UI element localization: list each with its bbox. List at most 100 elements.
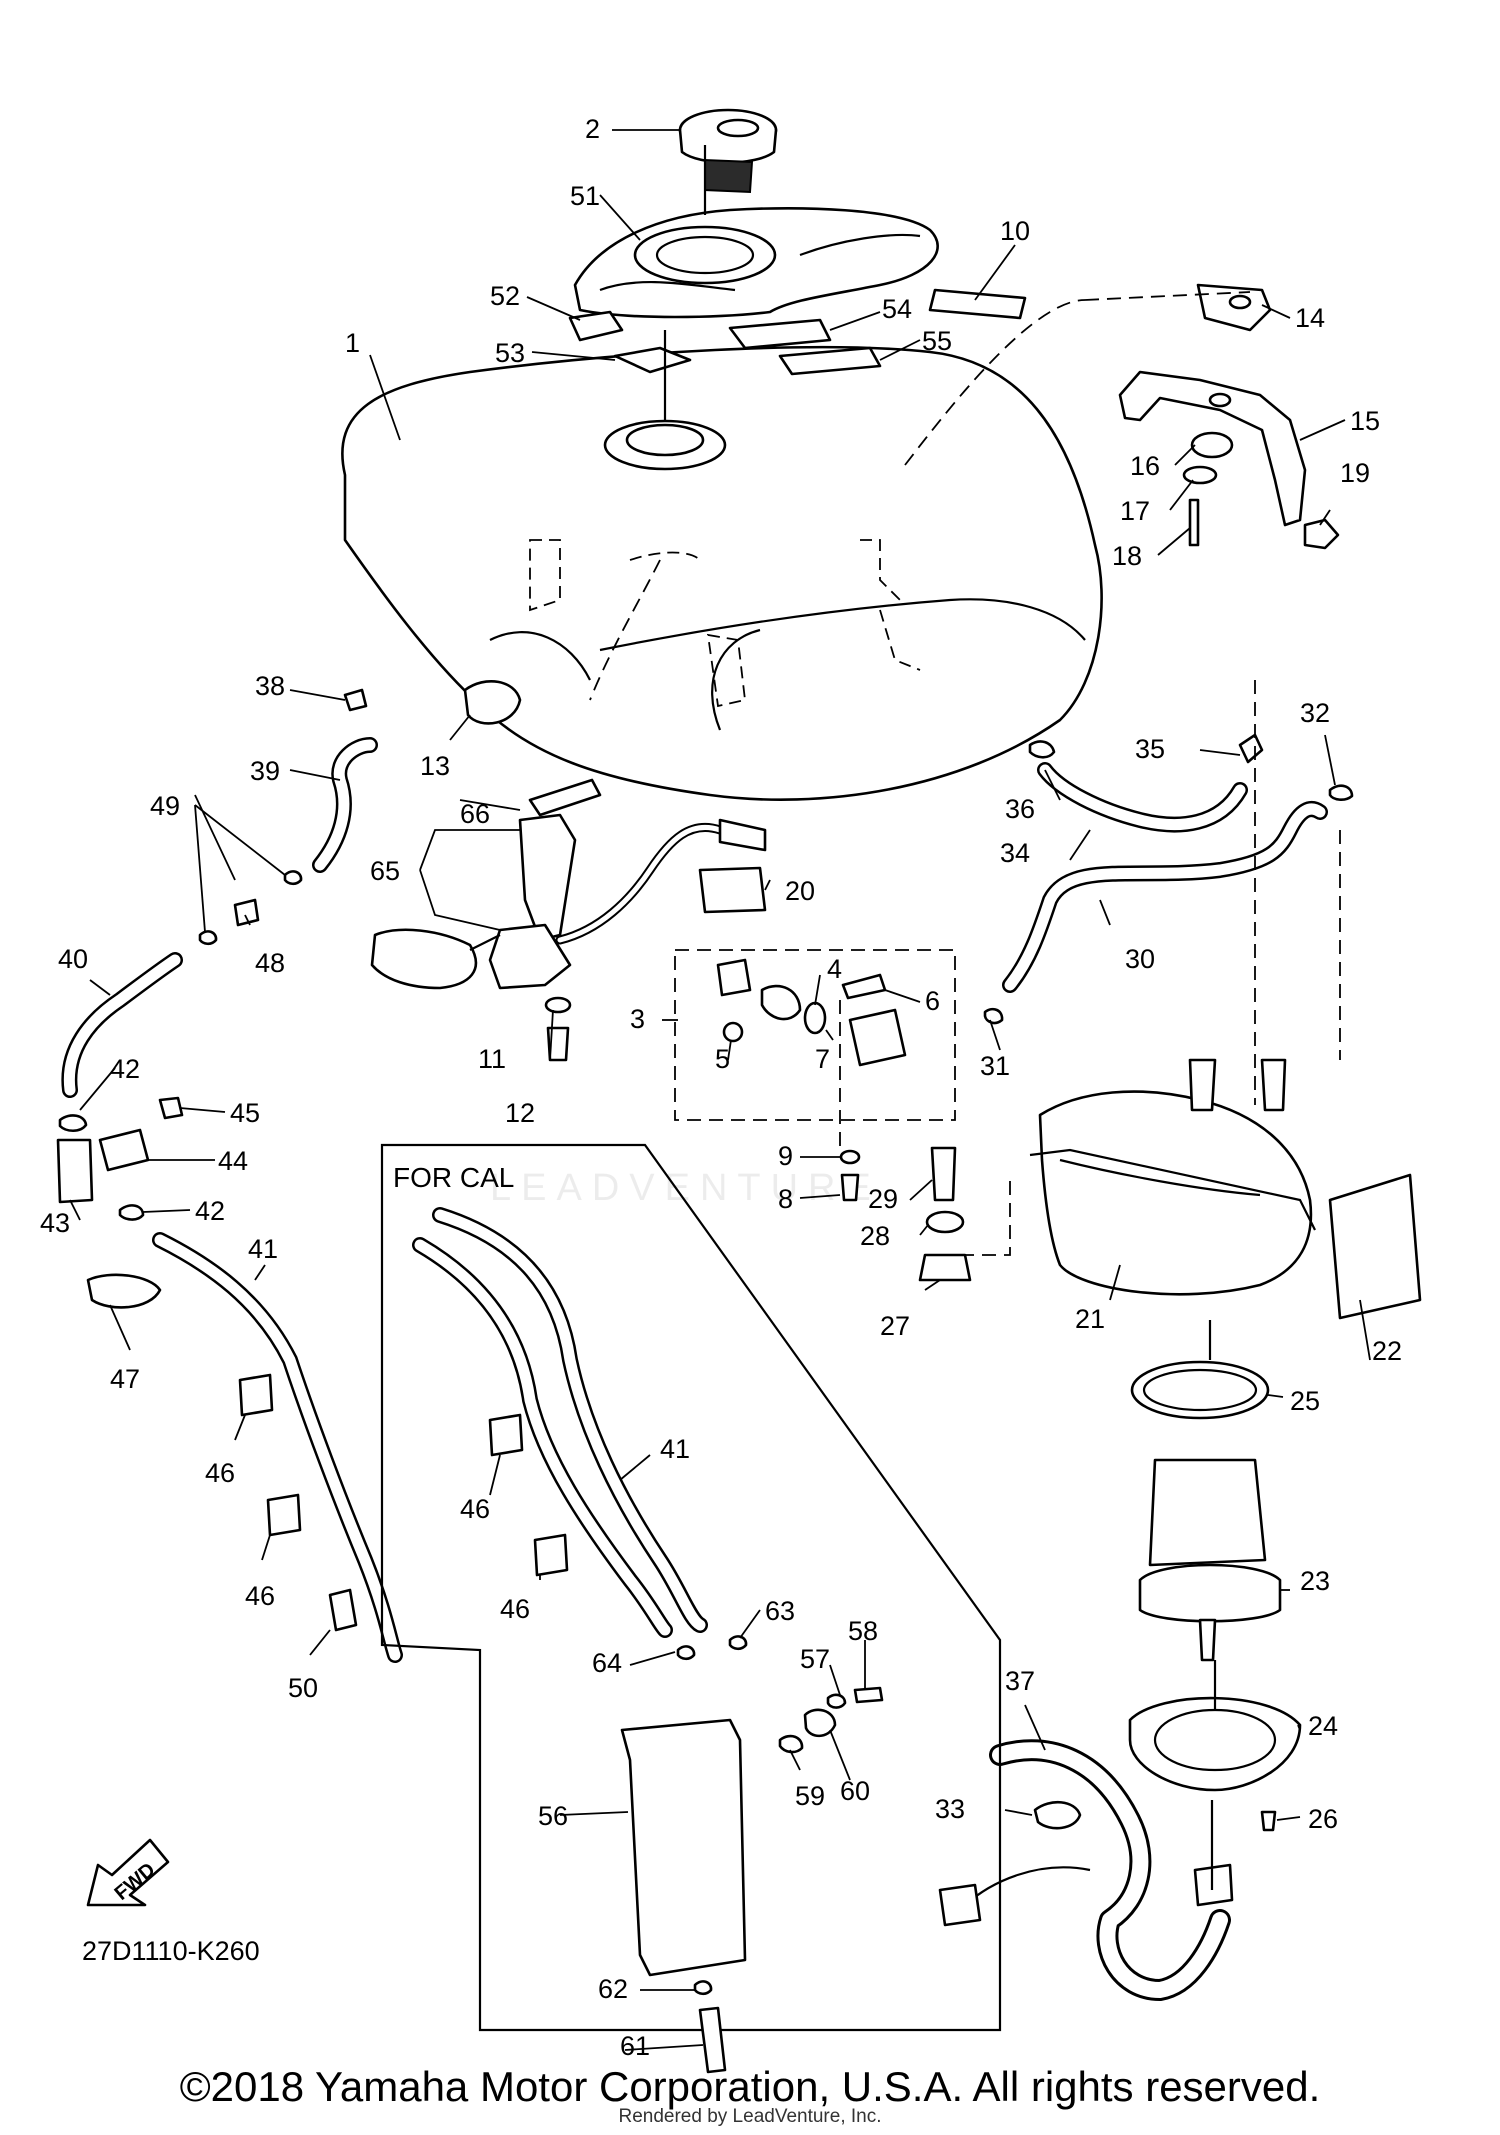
washer-11[interactable]: [544, 996, 572, 1014]
callout-10[interactable]: 10: [1000, 216, 1030, 246]
cal-hoses-41[interactable]: [412, 1207, 708, 1638]
bolt-26[interactable]: [1260, 1810, 1277, 1832]
grommet-60[interactable]: [803, 1708, 837, 1738]
decal-10[interactable]: [928, 288, 1027, 320]
rear-bracket[interactable]: [1118, 283, 1340, 550]
callout-53[interactable]: 53: [495, 338, 525, 368]
clip-64[interactable]: [676, 1645, 696, 1661]
bolt-12[interactable]: [546, 1026, 570, 1062]
callout-20[interactable]: 20: [785, 876, 815, 906]
callout-38[interactable]: 38: [255, 671, 285, 701]
callout-30[interactable]: 30: [1125, 944, 1155, 974]
callout-42-lower[interactable]: 42: [195, 1196, 225, 1226]
callout-44[interactable]: 44: [218, 1146, 248, 1176]
clamp-47[interactable]: [86, 1273, 162, 1309]
grommet-13[interactable]: [463, 680, 522, 725]
callout-40[interactable]: 40: [58, 944, 88, 974]
callout-65[interactable]: 65: [370, 856, 400, 886]
callout-35[interactable]: 35: [1135, 734, 1165, 764]
washer-9[interactable]: [839, 1149, 861, 1165]
callout-61[interactable]: 61: [620, 2031, 650, 2061]
plate-22[interactable]: [1328, 1173, 1422, 1320]
fitting-45[interactable]: [158, 1096, 184, 1120]
clip-35[interactable]: [1238, 733, 1264, 764]
callout-17[interactable]: 17: [1120, 496, 1150, 526]
callout-19[interactable]: 19: [1340, 458, 1370, 488]
sender-wire[interactable]: [555, 818, 767, 945]
callout-6[interactable]: 6: [925, 986, 940, 1016]
clip-63[interactable]: [728, 1635, 748, 1651]
callout-43[interactable]: 43: [40, 1208, 70, 1238]
callout-55[interactable]: 55: [922, 326, 952, 356]
callout-64[interactable]: 64: [592, 1648, 622, 1678]
callout-29[interactable]: 29: [868, 1184, 898, 1214]
callout-32[interactable]: 32: [1300, 698, 1330, 728]
clip-42a[interactable]: [58, 1114, 88, 1133]
callout-46-lower[interactable]: 46: [245, 1581, 275, 1611]
callout-39[interactable]: 39: [250, 756, 280, 786]
cover-20[interactable]: [698, 866, 767, 914]
callout-54[interactable]: 54: [882, 294, 912, 324]
callout-60[interactable]: 60: [840, 1776, 870, 1806]
hose-41[interactable]: [152, 1232, 403, 1663]
cal-clip-46a[interactable]: [488, 1413, 524, 1457]
callout-12[interactable]: 12: [505, 1098, 535, 1128]
callout-41[interactable]: 41: [248, 1234, 278, 1264]
callout-34[interactable]: 34: [1000, 838, 1030, 868]
callout-3[interactable]: 3: [630, 1004, 645, 1034]
callout-14[interactable]: 14: [1295, 303, 1325, 333]
callout-18[interactable]: 18: [1112, 541, 1142, 571]
callout-46-cal-b[interactable]: 46: [500, 1594, 530, 1624]
callout-50[interactable]: 50: [288, 1673, 318, 1703]
retainer-ring-24[interactable]: [1128, 1696, 1302, 1792]
decal-55[interactable]: [778, 346, 882, 376]
callout-15[interactable]: 15: [1350, 406, 1380, 436]
decal-52[interactable]: [568, 310, 624, 342]
gasket-25[interactable]: [1130, 1360, 1270, 1420]
hose-39[interactable]: [312, 737, 378, 873]
canister-56[interactable]: [620, 1718, 747, 1977]
decal-53[interactable]: [613, 346, 692, 374]
callout-45[interactable]: 45: [230, 1098, 260, 1128]
callout-47[interactable]: 47: [110, 1364, 140, 1394]
callout-37[interactable]: 37: [1005, 1666, 1035, 1696]
spacer-59[interactable]: [778, 1734, 804, 1754]
clip-62[interactable]: [693, 1980, 713, 1996]
callout-41-cal[interactable]: 41: [660, 1434, 690, 1464]
callout-11[interactable]: 11: [478, 1044, 506, 1074]
clip-50[interactable]: [328, 1588, 358, 1632]
callout-26[interactable]: 26: [1308, 1804, 1338, 1834]
callout-4[interactable]: 4: [827, 954, 842, 984]
hose-61[interactable]: [698, 2006, 727, 2074]
callout-5[interactable]: 5: [715, 1044, 730, 1074]
callout-33[interactable]: 33: [935, 1794, 965, 1824]
callout-36[interactable]: 36: [1005, 794, 1035, 824]
callout-25[interactable]: 25: [1290, 1386, 1320, 1416]
clip-49b[interactable]: [198, 930, 218, 946]
callout-62[interactable]: 62: [598, 1974, 628, 2004]
callout-1[interactable]: 1: [345, 328, 360, 358]
fuel-sender[interactable]: [370, 778, 602, 990]
callout-27[interactable]: 27: [880, 1311, 910, 1341]
callout-16[interactable]: 16: [1130, 451, 1160, 481]
washer-28[interactable]: [925, 1210, 965, 1234]
callout-57[interactable]: 57: [800, 1644, 830, 1674]
callout-22[interactable]: 22: [1372, 1336, 1402, 1366]
clip-46a[interactable]: [238, 1373, 274, 1417]
callout-21[interactable]: 21: [1075, 1304, 1105, 1334]
clip-46b[interactable]: [266, 1493, 302, 1537]
clip-36[interactable]: [1028, 740, 1056, 759]
callout-51[interactable]: 51: [570, 181, 600, 211]
clip-48[interactable]: [233, 898, 260, 927]
callout-66[interactable]: 66: [460, 799, 490, 829]
callout-9[interactable]: 9: [778, 1141, 793, 1171]
bracket-44[interactable]: [98, 1128, 150, 1172]
callout-48[interactable]: 48: [255, 948, 285, 978]
washer-57[interactable]: [826, 1693, 847, 1709]
callout-7[interactable]: 7: [815, 1044, 830, 1074]
nut-27[interactable]: [918, 1253, 972, 1282]
tank-cover[interactable]: [573, 207, 939, 319]
callout-23[interactable]: 23: [1300, 1566, 1330, 1596]
callout-28[interactable]: 28: [860, 1221, 890, 1251]
clip-42b[interactable]: [118, 1204, 145, 1221]
